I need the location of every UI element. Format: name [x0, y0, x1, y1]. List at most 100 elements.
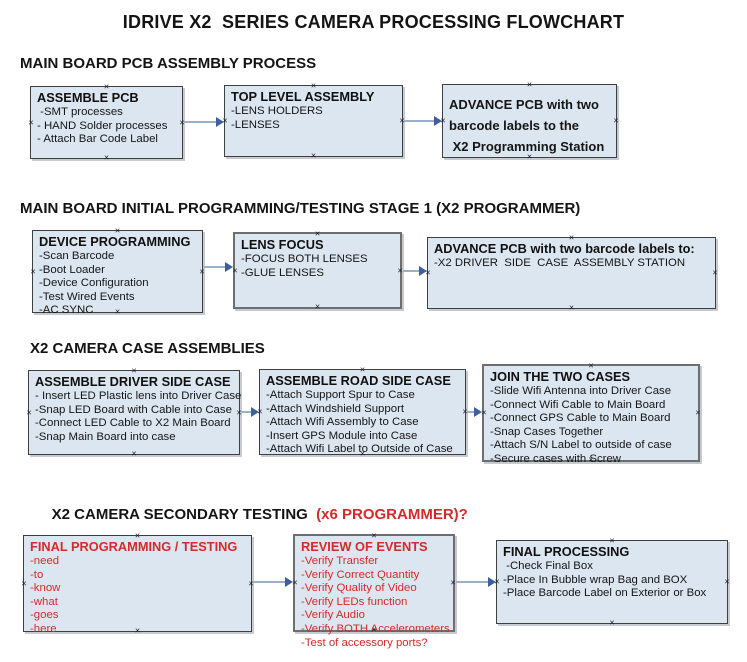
section-heading-initial-programming: MAIN BOARD INITIAL PROGRAMMING/TESTING S…: [20, 200, 581, 217]
box-item: -to: [30, 568, 44, 581]
box-item: -Verify Audio: [301, 609, 365, 622]
flow-arrow[interactable]: [241, 407, 259, 417]
arrow-head-icon: [474, 407, 482, 417]
box-item: -Scan Barcode: [39, 250, 115, 262]
flow-arrow[interactable]: [467, 407, 482, 417]
box-lens-focus[interactable]: LENS FOCUS -FOCUS BOTH LENSES-GLUE LENSE…: [232, 229, 403, 312]
flow-arrow[interactable]: [404, 116, 442, 126]
connection-point-icon: ×: [481, 407, 487, 418]
box-item: -AC SYNC: [39, 304, 94, 317]
box-items: -Check Final Box-Place In Bubble wrap Ba…: [503, 560, 722, 601]
arrow-line: [404, 120, 437, 122]
box-item: -Insert GPS Module into Case: [266, 429, 418, 442]
section-heading-case-assemblies: X2 CAMERA CASE ASSEMBLIES: [30, 340, 265, 357]
box-item: -Verify LEDs function: [301, 595, 408, 608]
box-title: ASSEMBLE ROAD SIDE CASE: [266, 373, 451, 388]
connection-point-icon: ×: [695, 407, 701, 418]
flow-arrow[interactable]: [204, 262, 233, 272]
arrow-line: [456, 581, 491, 583]
section-heading-black-part: X2 CAMERA SECONDARY TESTING: [51, 506, 317, 523]
box-title: FINAL PROGRAMMING / TESTING: [30, 539, 238, 554]
connection-point-icon: ×: [103, 152, 110, 163]
box-item: - HAND Solder processes: [37, 119, 168, 132]
box-item: -Connect Wifi Cable to Main Board: [490, 398, 666, 411]
box-item: -Connect GPS Cable to Main Board: [490, 412, 671, 425]
box-items: -Verify Transfer-Verify Correct Quantity…: [301, 555, 450, 650]
box-item: -LENS HOLDERS: [231, 105, 323, 117]
connection-point-icon: ×: [397, 265, 403, 275]
box-assemble-pcb[interactable]: ASSEMBLE PCB -SMT processes- HAND Solder…: [28, 82, 184, 162]
box-items: -Scan Barcode-Boot Loader-Device Configu…: [39, 250, 197, 318]
box-assemble-road-side-case[interactable]: ASSEMBLE ROAD SIDE CASE -Attach Support …: [257, 365, 467, 458]
arrow-line: [204, 266, 228, 268]
box-item: -Boot Loader: [39, 263, 105, 276]
connection-point-icon: ×: [568, 302, 575, 313]
page-title: IDRIVE X2 SERIES CAMERA PROCESSING FLOWC…: [122, 12, 625, 32]
box-final-programming-testing[interactable]: FINAL PROGRAMMING / TESTING -need-to-kno…: [21, 531, 253, 635]
box-top-level-assembly[interactable]: TOP LEVEL ASSEMBLY -LENS HOLDERS-LENSES …: [222, 81, 404, 160]
box-item: -X2 DRIVER SIDE CASE ASSEMBLY STATION: [434, 257, 686, 269]
arrow-head-icon: [216, 117, 224, 127]
arrow-head-icon: [488, 577, 496, 587]
box-item: -Attach Wifi Assembly to Case: [266, 416, 419, 429]
flow-arrow[interactable]: [253, 577, 293, 587]
box-advance-pcb-programming-station[interactable]: ADVANCE PCB with two barcode labels to th…: [440, 80, 618, 161]
box-item: -Test Wired Events: [39, 290, 135, 303]
box-title: DEVICE PROGRAMMING: [39, 234, 191, 249]
flow-arrow[interactable]: [184, 117, 224, 127]
arrow-head-icon: [434, 116, 442, 126]
box-title: REVIEW OF EVENTS: [301, 539, 428, 554]
box-items: ADVANCE PCB with two barcode labels to th…: [449, 88, 611, 157]
connection-point-icon: ×: [21, 578, 27, 588]
box-item: -Attach S/N Label to outside of case: [490, 439, 672, 452]
box-item: -Snap Cases Together: [490, 425, 604, 438]
box-item: -GLUE LENSES: [241, 266, 324, 279]
box-item: -goes: [30, 609, 59, 622]
box-items: -FOCUS BOTH LENSES-GLUE LENSES: [241, 253, 395, 280]
box-item: -know: [30, 582, 61, 595]
box-title: FINAL PROCESSING: [503, 544, 630, 559]
box-join-the-two-cases[interactable]: JOIN THE TWO CASES -Slide Wifi Antenna i…: [481, 361, 701, 465]
box-item: barcode labels to the: [449, 118, 580, 133]
flow-arrow[interactable]: [403, 266, 427, 276]
box-item: - Attach Bar Code Label: [37, 133, 158, 146]
connection-point-icon: ×: [30, 266, 36, 276]
arrow-line: [253, 581, 288, 583]
box-advance-pcb-case-assembly[interactable]: ADVANCE PCB with two barcode labels to: …: [425, 233, 717, 312]
box-title: ADVANCE PCB with two barcode labels to:: [434, 241, 695, 256]
box-item: -Verify Correct Quantity: [301, 568, 420, 581]
arrow-head-icon: [419, 266, 427, 276]
box-item: -Secure cases with Screw: [490, 452, 622, 465]
box-item: -Verify BOTH Accelerometers: [301, 622, 450, 635]
box-item: -Snap Main Board into case: [35, 430, 176, 443]
connection-point-icon: ×: [131, 448, 137, 459]
box-item: ADVANCE PCB with two: [449, 97, 599, 112]
arrow-head-icon: [285, 577, 293, 587]
box-item: -Place Barcode Label on Exterior or Box: [503, 587, 707, 600]
connection-point-icon: ×: [292, 577, 298, 588]
connection-point-icon: ×: [450, 577, 456, 588]
connection-point-icon: ×: [314, 301, 321, 312]
box-items: -need-to-know-what-goes-here: [30, 555, 246, 637]
box-item: -Slide Wifi Antenna into Driver Case: [490, 385, 672, 397]
box-item: -Attach Support Spur to Case: [266, 389, 415, 401]
box-item: -Device Configuration: [39, 277, 149, 290]
box-device-programming[interactable]: DEVICE PROGRAMMING -Scan Barcode-Boot Lo…: [30, 226, 204, 316]
box-final-processing[interactable]: FINAL PROCESSING -Check Final Box-Place …: [494, 536, 730, 627]
box-title: LENS FOCUS: [241, 237, 324, 252]
box-item: -Attach Windshield Support: [266, 402, 405, 415]
box-items: -LENS HOLDERS-LENSES: [231, 105, 397, 132]
box-items: -Slide Wifi Antenna into Driver Case-Con…: [490, 385, 693, 467]
section-heading-red-part: (x6 PROGRAMMER)?: [316, 506, 468, 523]
box-item: -Test of accessory ports?: [301, 636, 428, 649]
box-item: -what: [30, 595, 58, 608]
box-item: -Snap LED Board with Cable into Case: [35, 403, 232, 416]
box-item: -Verify Quality of Video: [301, 582, 417, 595]
box-item: - Insert LED Plastic lens into Driver Ca…: [35, 390, 242, 402]
box-items: -SMT processes- HAND Solder processes- A…: [37, 106, 177, 147]
box-review-of-events[interactable]: REVIEW OF EVENTS -Verify Transfer-Verify…: [292, 531, 456, 649]
flow-arrow[interactable]: [456, 577, 496, 587]
box-assemble-driver-side-case[interactable]: ASSEMBLE DRIVER SIDE CASE - Insert LED P…: [26, 366, 242, 458]
connection-point-icon: ×: [724, 576, 730, 587]
